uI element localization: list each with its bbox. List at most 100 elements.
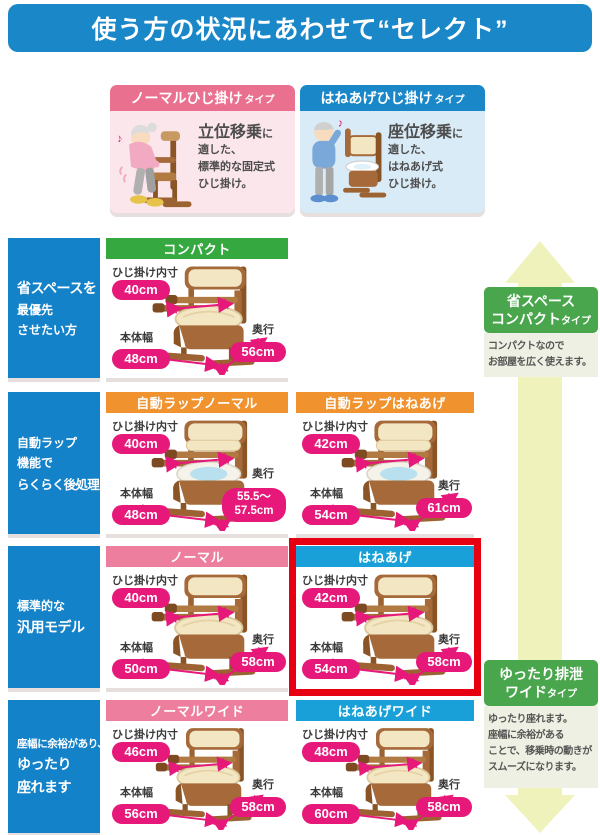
depth-label: 奥行 [252, 324, 274, 336]
body-width-label: 本体幅 [310, 787, 343, 799]
body-width-label: 本体幅 [310, 488, 343, 500]
sidebar-desc-line: 座幅に余裕がある [488, 730, 565, 741]
depth-label: 奥行 [252, 468, 274, 480]
armrest-width-badge: 40cm [112, 588, 170, 608]
sidebar-desc-line: コンパクトなので [488, 341, 565, 352]
armrest-width-label: ひじ掛け内寸 [302, 729, 368, 741]
depth-value-line2: 57.5cm [234, 505, 274, 518]
product-card-autowrap-normal: 自動ラップノーマル ひじ掛け内寸 40cm 本体幅 48cm 奥行 55.5～ … [106, 392, 288, 534]
arrow-up-icon [505, 241, 575, 283]
depth-label: 奥行 [252, 779, 274, 791]
sidebar-desc-line: ゆったり座れます。 [488, 714, 573, 725]
depth-label: 奥行 [252, 634, 274, 646]
depth-label: 奥行 [438, 480, 460, 492]
product-card-flipup-highlighted: はねあげ ひじ掛け内寸 42cm 本体幅 54cm 奥行 58cm [296, 546, 474, 688]
sidebar-title-suffix: タイプ [561, 316, 591, 327]
product-title: はねあげワイド [296, 700, 474, 721]
type-box-flipup-header: はねあげひじ掛けタイプ [300, 85, 485, 111]
body-width-label: 本体幅 [120, 642, 153, 654]
depth-label: 奥行 [438, 634, 460, 646]
armrest-width-badge: 48cm [302, 742, 360, 762]
type-desc-line: 適した、 [198, 144, 242, 156]
body-width-badge: 60cm [302, 804, 360, 824]
particle: に [262, 128, 274, 140]
type-desc-line: ひじ掛け。 [388, 178, 443, 191]
depth-badge: 61cm [416, 498, 472, 518]
type-box-normal-header: ノーマルひじ掛けタイプ [110, 85, 295, 111]
type-box-normal-armrest: ノーマルひじ掛けタイプ ♪ 立位移乗に 適した、 標準的な固定式 ひじ掛け。 [110, 85, 295, 213]
armrest-width-label: ひじ掛け内寸 [112, 729, 178, 741]
body-width-badge: 54cm [302, 659, 360, 679]
armrest-width-label: ひじ掛け内寸 [112, 575, 178, 587]
armrest-width-badge: 40cm [112, 280, 170, 300]
body-width-badge: 54cm [302, 505, 360, 525]
sidebar-desc-line: お部屋を広く使えます。 [488, 357, 592, 368]
particle: に [452, 128, 464, 140]
product-title: 自動ラップノーマル [106, 392, 288, 413]
sidebar-compact-description: コンパクトなので お部屋を広く使えます。 [484, 333, 598, 377]
row-label-line: 自動ラップ [17, 435, 78, 450]
product-title: ノーマルワイド [106, 700, 288, 721]
type-box-flipup-text: 座位移乗に 適した、 はねあげ式 ひじ掛け。 [388, 118, 482, 193]
product-card-autowrap-flipup: 自動ラップはねあげ ひじ掛け内寸 42cm 本体幅 54cm 奥行 61cm [296, 392, 474, 534]
type-title: はねあげひじ掛け [320, 90, 433, 106]
row-label-line: 汎用モデル [17, 619, 85, 635]
product-card-flipup-wide: はねあげワイド ひじ掛け内寸 48cm 本体幅 60cm 奥行 58cm [296, 700, 474, 833]
row-label-auto-wrap: 自動ラップ 機能で らくらく後処理 [8, 392, 100, 534]
row-label-standard: 標準的な 汎用モデル [8, 546, 100, 688]
product-title: コンパクト [106, 238, 288, 259]
product-title: ノーマル [106, 546, 288, 567]
row-label-line: 座幅に余裕があり、 [17, 738, 108, 750]
row-label-line: 機能で [17, 455, 54, 470]
sidebar-compact-type-box: 省スペース コンパクトタイプ [484, 287, 598, 333]
body-width-badge: 50cm [112, 659, 170, 679]
body-width-label: 本体幅 [120, 488, 153, 500]
row-label-line: 最優先 [17, 303, 54, 317]
sidebar-title-line: 省スペース [506, 292, 576, 309]
row-label-line: ゆったり [17, 756, 72, 772]
row-label-line: 省スペースを [17, 280, 97, 296]
product-title: はねあげ [296, 546, 474, 567]
type-desc-line: 標準的な固定式 [198, 161, 275, 174]
transfer-type-emphasis: 座位移乗 [388, 124, 453, 141]
armrest-width-badge: 42cm [302, 434, 360, 454]
armrest-width-badge: 40cm [112, 434, 170, 454]
music-note-icon: ♪ [115, 132, 123, 145]
depth-badge: 58cm [416, 652, 472, 672]
type-desc-line: はねあげ式 [388, 161, 443, 174]
sidebar-title-line: ワイド [505, 684, 547, 700]
type-title-suffix: タイプ [434, 94, 465, 106]
product-card-normal-wide: ノーマルワイド ひじ掛け内寸 46cm 本体幅 56cm 奥行 58cm [106, 700, 288, 833]
product-card-normal: ノーマル ひじ掛け内寸 40cm 本体幅 50cm 奥行 58cm [106, 546, 288, 688]
body-width-label: 本体幅 [310, 642, 343, 654]
row-label-line: らくらく後処理 [17, 477, 100, 492]
type-box-normal-text: 立位移乗に 適した、 標準的な固定式 ひじ掛け。 [198, 118, 292, 193]
depth-badge: 56cm [230, 342, 286, 362]
type-title: ノーマルひじ掛け [130, 90, 243, 106]
sidebar-title-suffix: タイプ [547, 689, 577, 700]
armrest-width-label: ひじ掛け内寸 [302, 421, 368, 433]
armrest-width-label: ひじ掛け内寸 [112, 267, 178, 279]
armrest-width-label: ひじ掛け内寸 [112, 421, 178, 433]
sidebar-wide-type-box: ゆったり排泄 ワイドタイプ [484, 660, 598, 706]
row-label-line: 座れます [17, 779, 72, 795]
sidebar-title-line: ゆったり排泄 [499, 665, 583, 682]
depth-badge: 58cm [230, 652, 286, 672]
sidebar-wide-description: ゆったり座れます。 座幅に余裕がある ことで、移乗時の動きが スムーズになります… [484, 706, 598, 788]
body-width-label: 本体幅 [120, 332, 153, 344]
product-card-compact: コンパクト ひじ掛け内寸 40cm 本体幅 48cm 奥行 56cm [106, 238, 288, 378]
type-desc-line: ひじ掛け。 [198, 178, 253, 191]
type-title-suffix: タイプ [244, 94, 275, 106]
arrow-down-icon [505, 795, 575, 833]
music-note-icon: ♪ [336, 117, 344, 130]
transfer-type-emphasis: 立位移乗 [198, 124, 263, 141]
body-width-badge: 48cm [112, 349, 170, 369]
armrest-width-badge: 42cm [302, 588, 360, 608]
armrest-width-badge: 46cm [112, 742, 170, 762]
product-title: 自動ラップはねあげ [296, 392, 474, 413]
page-title: 使う方の状況にあわせて“セレクト” [91, 16, 509, 44]
depth-badge: 58cm [230, 797, 286, 817]
row-label-line: 標準的な [17, 599, 66, 613]
sidebar-desc-line: ことで、移乗時の動きが [488, 746, 592, 757]
